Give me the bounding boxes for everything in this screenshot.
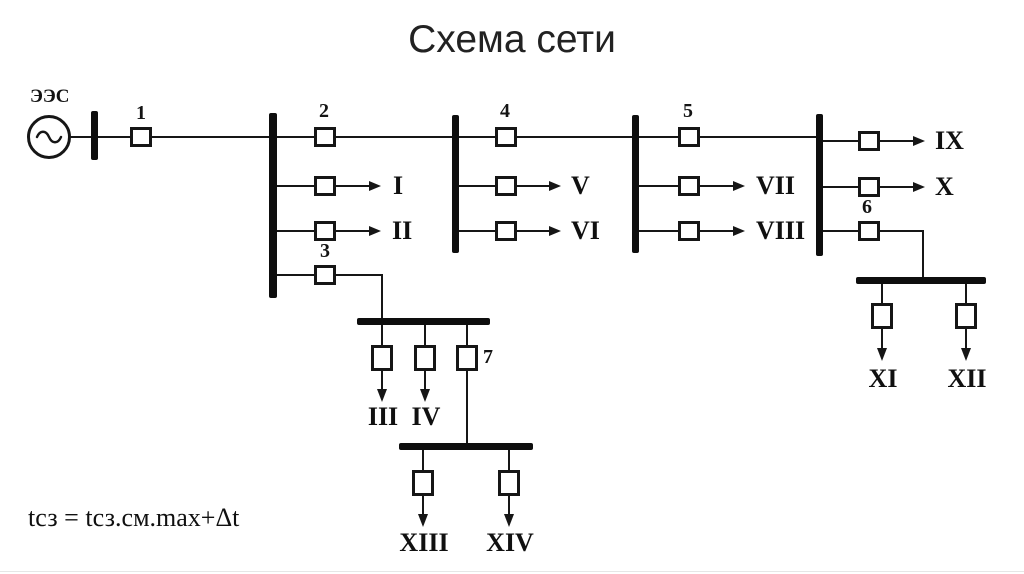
- breaker-load-XII: [955, 303, 977, 329]
- feeder-XI-line: [881, 284, 883, 303]
- breaker-5-label: 5: [683, 100, 693, 122]
- breaker-1: [130, 127, 152, 147]
- load-label-VI: VI: [571, 216, 600, 245]
- arrow-head-down: [504, 514, 514, 527]
- load-label-I: I: [393, 171, 404, 200]
- arrow-head-down: [418, 514, 428, 527]
- breaker-4: [495, 127, 517, 147]
- breaker-2-label: 2: [319, 100, 329, 122]
- formula-text: tсз = tсз.см.max+Δt: [28, 503, 240, 532]
- breaker-load-XIV: [498, 470, 520, 496]
- breaker-load-IV: [414, 345, 436, 371]
- breaker-load-XIII: [412, 470, 434, 496]
- feeder-XII-line: [965, 284, 967, 303]
- feeder-XIII-line: [422, 496, 424, 516]
- feeder-IV-line: [424, 325, 426, 345]
- generator-symbol: [27, 115, 71, 159]
- arrow-head-right: [913, 182, 925, 192]
- arrow-head-right: [549, 226, 561, 236]
- feeder-3-drop-line: [381, 274, 383, 321]
- breaker-load-X: [858, 177, 880, 197]
- breaker-load-V: [495, 176, 517, 196]
- load-label-IX: IX: [935, 126, 964, 155]
- breaker-load-IX: [858, 131, 880, 151]
- breaker-2: [314, 127, 336, 147]
- arrow-head-down: [877, 348, 887, 361]
- feeder-III-line: [381, 325, 383, 345]
- breaker-6-label: 6: [862, 196, 872, 218]
- arrow-head-right: [733, 226, 745, 236]
- breaker-load-VII: [678, 176, 700, 196]
- arrow-head-right: [369, 226, 381, 236]
- load-label-II: II: [392, 216, 413, 245]
- feeder-IV-line: [424, 371, 426, 391]
- breaker-load-VI: [495, 221, 517, 241]
- bus-4: [816, 114, 823, 256]
- arrow-head-right: [369, 181, 381, 191]
- breaker-load-III: [371, 345, 393, 371]
- arrow-head-down: [377, 389, 387, 402]
- sine-wave-icon: [35, 130, 63, 144]
- source-bus: [91, 111, 98, 160]
- feeder-7-drop-line: [466, 371, 468, 443]
- feeder-XIV-line: [508, 496, 510, 516]
- bus-bottom-sub: [399, 443, 533, 450]
- arrow-head-right: [549, 181, 561, 191]
- load-label-X: X: [935, 172, 954, 201]
- arrow-head-right: [733, 181, 745, 191]
- feeder-6-drop-line: [922, 230, 924, 280]
- breaker-3: [314, 265, 336, 285]
- load-label-V: V: [571, 171, 590, 200]
- load-label-XI: XI: [868, 364, 898, 393]
- bus-2: [452, 115, 459, 253]
- breaker-3-label: 3: [320, 240, 330, 262]
- bus-1: [269, 113, 277, 298]
- load-label-XII: XII: [947, 364, 987, 393]
- breaker-load-II: [314, 221, 336, 241]
- breaker-5: [678, 127, 700, 147]
- breaker-load-I: [314, 176, 336, 196]
- load-label-III: III: [367, 402, 399, 431]
- breaker-load-XI: [871, 303, 893, 329]
- page-title: Схема сети: [408, 18, 616, 61]
- load-label-XIV: XIV: [486, 528, 534, 557]
- load-label-IV: IV: [411, 402, 441, 431]
- breaker-4-label: 4: [500, 100, 510, 122]
- feeder-XIII-line: [422, 450, 424, 470]
- arrow-head-down: [961, 348, 971, 361]
- slide-bottom-divider: [0, 571, 1024, 572]
- source-label: ЭЭС: [30, 86, 70, 107]
- breaker-7-label: 7: [483, 346, 493, 368]
- feeder-7-line: [466, 325, 468, 345]
- feeder-XIV-line: [508, 450, 510, 470]
- load-label-VII: VII: [756, 171, 796, 200]
- load-label-VIII: VIII: [756, 216, 806, 245]
- load-label-XIII: XIII: [399, 528, 449, 557]
- arrow-head-right: [913, 136, 925, 146]
- breaker-6: [858, 221, 880, 241]
- bus-left-sub: [357, 318, 490, 325]
- bus-right-sub: [856, 277, 986, 284]
- feeder-XII-line: [965, 329, 967, 351]
- feeder-III-line: [381, 371, 383, 391]
- breaker-1-label: 1: [136, 102, 146, 124]
- breaker-7: [456, 345, 478, 371]
- feeder-XI-line: [881, 329, 883, 351]
- bus-3: [632, 115, 639, 253]
- arrow-head-down: [420, 389, 430, 402]
- main-line: [68, 136, 821, 138]
- breaker-load-VIII: [678, 221, 700, 241]
